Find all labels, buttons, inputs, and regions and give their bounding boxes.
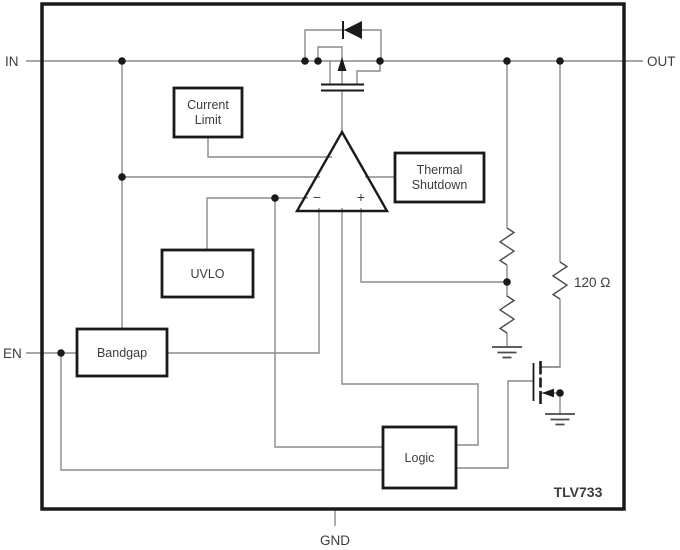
- part-number-label: TLV733: [554, 484, 603, 500]
- wire-amp-to-logic: [341, 208, 479, 446]
- bandgap-label: Bandgap: [97, 346, 147, 360]
- block-bandgap: Bandgap: [75, 327, 169, 378]
- thermal-shutdown-box: [393, 151, 486, 204]
- ground-symbol-divider: [492, 346, 522, 359]
- logic-label: Logic: [405, 451, 435, 465]
- thermal-shutdown-label-line1: Thermal: [417, 163, 463, 177]
- junction-dot: [503, 278, 511, 286]
- wires: [26, 29, 643, 526]
- uvlo-label: UVLO: [190, 267, 224, 281]
- resistor-r1: [498, 227, 516, 266]
- resistor-120ohm: [551, 261, 569, 300]
- junction-dot: [376, 57, 384, 65]
- junction-dots: [57, 57, 564, 397]
- pin-gnd-label: GND: [320, 533, 350, 548]
- junction-dot: [271, 194, 279, 202]
- block-thermal-shutdown: Thermal Shutdown: [393, 151, 486, 204]
- feedback-divider: [492, 227, 522, 359]
- wire-logic-to-nmos-gate: [456, 380, 534, 469]
- amp-minus-label: −: [313, 189, 321, 205]
- wire-pmos-drain-lead: [356, 61, 381, 84]
- amp-plus-label: +: [357, 189, 365, 205]
- resistor-120ohm-label: 120 Ω: [574, 275, 610, 290]
- pulldown-branch: 120 Ω: [551, 261, 610, 300]
- error-amplifier: − +: [294, 129, 390, 213]
- logic-box: [381, 425, 458, 490]
- current-limit-label-line1: Current: [187, 98, 229, 112]
- nmos-body-arrow: [542, 388, 554, 398]
- wire-uvlo-to-logic: [274, 198, 383, 448]
- wire-bandgap-to-amp-minus: [167, 208, 320, 354]
- pin-in-label: IN: [5, 54, 19, 69]
- ground-symbol-nmos: [545, 413, 575, 426]
- uvlo-box: [160, 248, 255, 299]
- junction-dot: [57, 349, 65, 357]
- body-diode-icon: [342, 21, 362, 39]
- thermal-shutdown-label-line2: Shutdown: [412, 178, 468, 192]
- junction-dot: [118, 173, 126, 181]
- pin-out-label: OUT: [647, 54, 676, 69]
- wire-current-limit-to-amp: [207, 137, 332, 158]
- diode-triangle: [344, 21, 362, 39]
- pmos-body-arrow: [337, 57, 347, 71]
- junction-dot: [118, 57, 126, 65]
- junction-dot: [556, 389, 564, 397]
- junction-dot: [556, 57, 564, 65]
- nmos-pulldown-transistor-icon: [532, 361, 575, 426]
- resistor-r2: [498, 295, 516, 334]
- junction-dot: [301, 57, 309, 65]
- current-limit-box: [172, 86, 244, 139]
- current-limit-label-line2: Limit: [195, 113, 222, 127]
- block-current-limit: Current Limit: [172, 86, 244, 139]
- junction-dot: [503, 57, 511, 65]
- bandgap-box: [75, 327, 169, 378]
- wire-amp-plus-to-feedback: [360, 208, 507, 283]
- pmos-pass-transistor-icon: [321, 57, 364, 92]
- block-uvlo: UVLO: [160, 248, 255, 299]
- block-logic: Logic: [381, 425, 458, 490]
- ic-boundary-box: [40, 2, 626, 511]
- junction-dot: [314, 57, 322, 65]
- pin-en-label: EN: [3, 346, 22, 361]
- wire-en-to-logic: [60, 353, 383, 471]
- error-amp-triangle: [294, 129, 390, 213]
